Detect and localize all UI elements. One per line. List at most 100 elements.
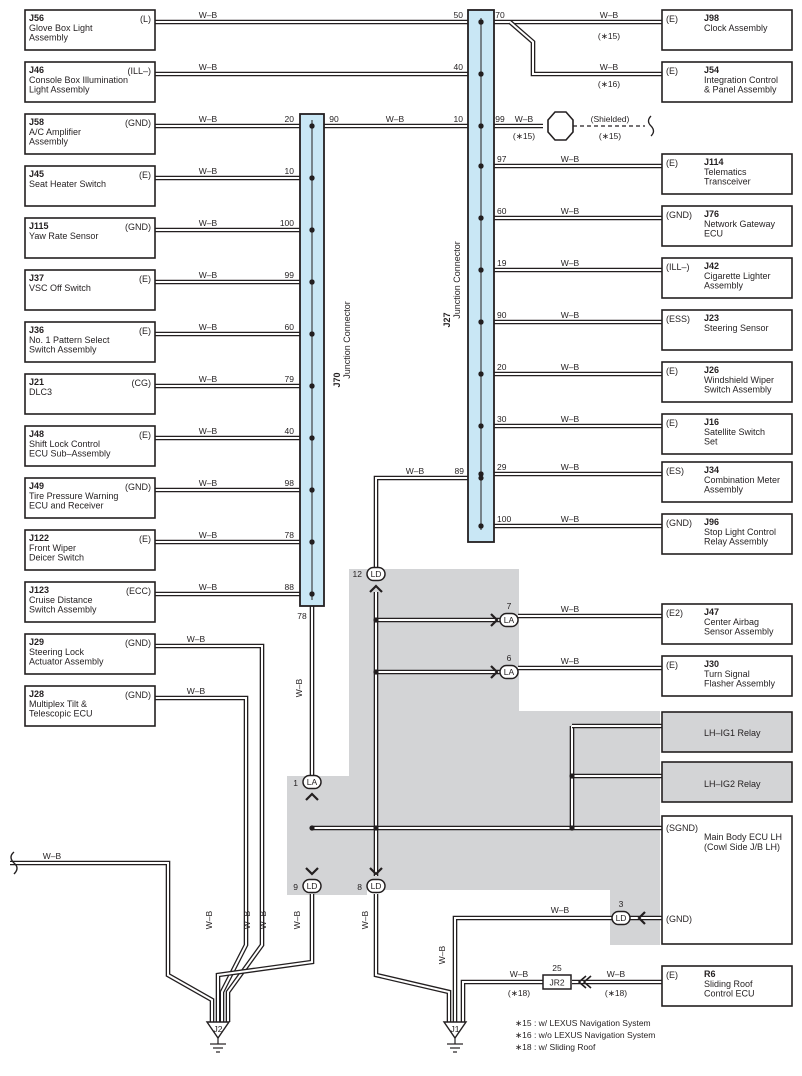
terminal-label: (E) bbox=[666, 366, 678, 376]
wire-harness bbox=[10, 19, 662, 1022]
splice-dot bbox=[309, 123, 315, 129]
wire-label: W–B bbox=[199, 10, 218, 20]
splice-dot bbox=[478, 267, 484, 273]
terminal-label: (E) bbox=[666, 66, 678, 76]
component-box bbox=[661, 761, 793, 803]
terminal-label: (E) bbox=[666, 418, 678, 428]
wire-label: W–B bbox=[292, 910, 302, 929]
connector-code: LD bbox=[371, 569, 382, 579]
component-box bbox=[661, 257, 793, 299]
splice-dot bbox=[478, 475, 484, 481]
terminal-label: (GND) bbox=[125, 690, 151, 700]
terminal-label: (GND) bbox=[125, 222, 151, 232]
wire-label: W–B bbox=[187, 634, 206, 644]
component-box bbox=[24, 581, 156, 623]
splice-dot bbox=[309, 539, 315, 545]
connector-LA-7 bbox=[499, 612, 519, 628]
terminal-label: (GND) bbox=[666, 518, 692, 528]
component-id: J36 bbox=[29, 325, 44, 335]
relay-label: LH–IG1 Relay bbox=[704, 728, 761, 738]
wire-ld8-j1-core bbox=[375, 894, 450, 1022]
component-box bbox=[24, 529, 156, 571]
pin-number: 20 bbox=[285, 114, 295, 124]
splice-dot bbox=[309, 331, 315, 337]
splice-dot bbox=[309, 435, 315, 441]
junction-connectors bbox=[299, 9, 495, 607]
pin-number: 100 bbox=[280, 218, 294, 228]
component-box bbox=[24, 321, 156, 363]
wire-label: W–B bbox=[600, 10, 619, 20]
footnote: ∗18 : w/ Sliding Roof bbox=[515, 1042, 596, 1052]
wire-break-symbol bbox=[647, 115, 655, 137]
component-id: J26 bbox=[704, 365, 719, 375]
component-name: Shift Lock Control bbox=[29, 439, 100, 449]
pin-number: 19 bbox=[497, 258, 507, 268]
component-name: Glove Box Light bbox=[29, 23, 93, 33]
wire-label: W–B bbox=[561, 656, 580, 666]
splice-dot bbox=[569, 773, 575, 779]
terminal-label: (E) bbox=[666, 14, 678, 24]
component-name: (Cowl Side J/B LH) bbox=[704, 842, 780, 852]
wire-label: W–B bbox=[199, 218, 218, 228]
component-name: Combination Meter bbox=[704, 475, 780, 485]
junction-label: Junction Connector bbox=[342, 301, 352, 379]
connector-code: LD bbox=[616, 913, 627, 923]
component-name: & Panel Assembly bbox=[704, 85, 777, 95]
terminal-label: (GND) bbox=[125, 482, 151, 492]
splice-dot bbox=[478, 423, 484, 429]
wire-label: W–B bbox=[561, 514, 580, 524]
wire-left-break-core bbox=[10, 862, 213, 1022]
component-box bbox=[661, 361, 793, 403]
component-name: Flasher Assembly bbox=[704, 679, 776, 689]
wire-label: W–B bbox=[561, 206, 580, 216]
component-id: J23 bbox=[704, 313, 719, 323]
component-name: Clock Assembly bbox=[704, 23, 768, 33]
component-box bbox=[661, 205, 793, 247]
component-name: Console Box Illumination bbox=[29, 75, 128, 85]
wire-J29-core bbox=[155, 645, 263, 1022]
wire-label: W–B bbox=[204, 910, 214, 929]
terminal-label: (E) bbox=[139, 430, 151, 440]
component-name: Cruise Distance bbox=[29, 595, 93, 605]
component-name: Assembly bbox=[29, 33, 69, 43]
splice-dot bbox=[309, 279, 315, 285]
splice-dot bbox=[309, 487, 315, 493]
terminal-label: (E2) bbox=[666, 608, 683, 618]
junction-id: J70 bbox=[332, 372, 342, 387]
pin-number: 10 bbox=[285, 166, 295, 176]
junction-block-area bbox=[287, 569, 660, 945]
component-name: Network Gateway bbox=[704, 219, 776, 229]
connector-LA-6 bbox=[499, 664, 519, 680]
component-box bbox=[661, 711, 793, 753]
component-name: Set bbox=[704, 437, 718, 447]
component-name: Turn Signal bbox=[704, 669, 750, 679]
pin-number: 6 bbox=[507, 653, 512, 663]
component-name: ECU Sub–Assembly bbox=[29, 449, 111, 459]
component-name: Deicer Switch bbox=[29, 553, 84, 563]
wire-label: W–B bbox=[258, 910, 268, 929]
component-name: Transceiver bbox=[704, 177, 751, 187]
pin-number: 7 bbox=[507, 601, 512, 611]
wire-label: W–B bbox=[199, 478, 218, 488]
splice-dot bbox=[309, 383, 315, 389]
wire-label: W–B bbox=[561, 604, 580, 614]
component-id: J37 bbox=[29, 273, 44, 283]
component-id: J98 bbox=[704, 13, 719, 23]
pin-number: 60 bbox=[285, 322, 295, 332]
wire-label: W–B bbox=[510, 969, 529, 979]
component-box bbox=[661, 513, 793, 555]
component-name: Switch Assembly bbox=[704, 385, 772, 395]
connector-code: LA bbox=[307, 777, 318, 787]
pin-number: 25 bbox=[552, 963, 562, 973]
component-name: Steering Sensor bbox=[704, 323, 769, 333]
component-box bbox=[24, 633, 156, 675]
wire-label: W–B bbox=[437, 945, 447, 964]
wire-label: W–B bbox=[294, 678, 304, 697]
ground-label: J2 bbox=[214, 1024, 223, 1034]
component-box bbox=[661, 655, 793, 697]
component-name: Sensor Assembly bbox=[704, 627, 774, 637]
splice-dot bbox=[478, 371, 484, 377]
wire-label: W–B bbox=[199, 426, 218, 436]
wire-label: W–B bbox=[187, 686, 206, 696]
component-id: J34 bbox=[704, 465, 719, 475]
